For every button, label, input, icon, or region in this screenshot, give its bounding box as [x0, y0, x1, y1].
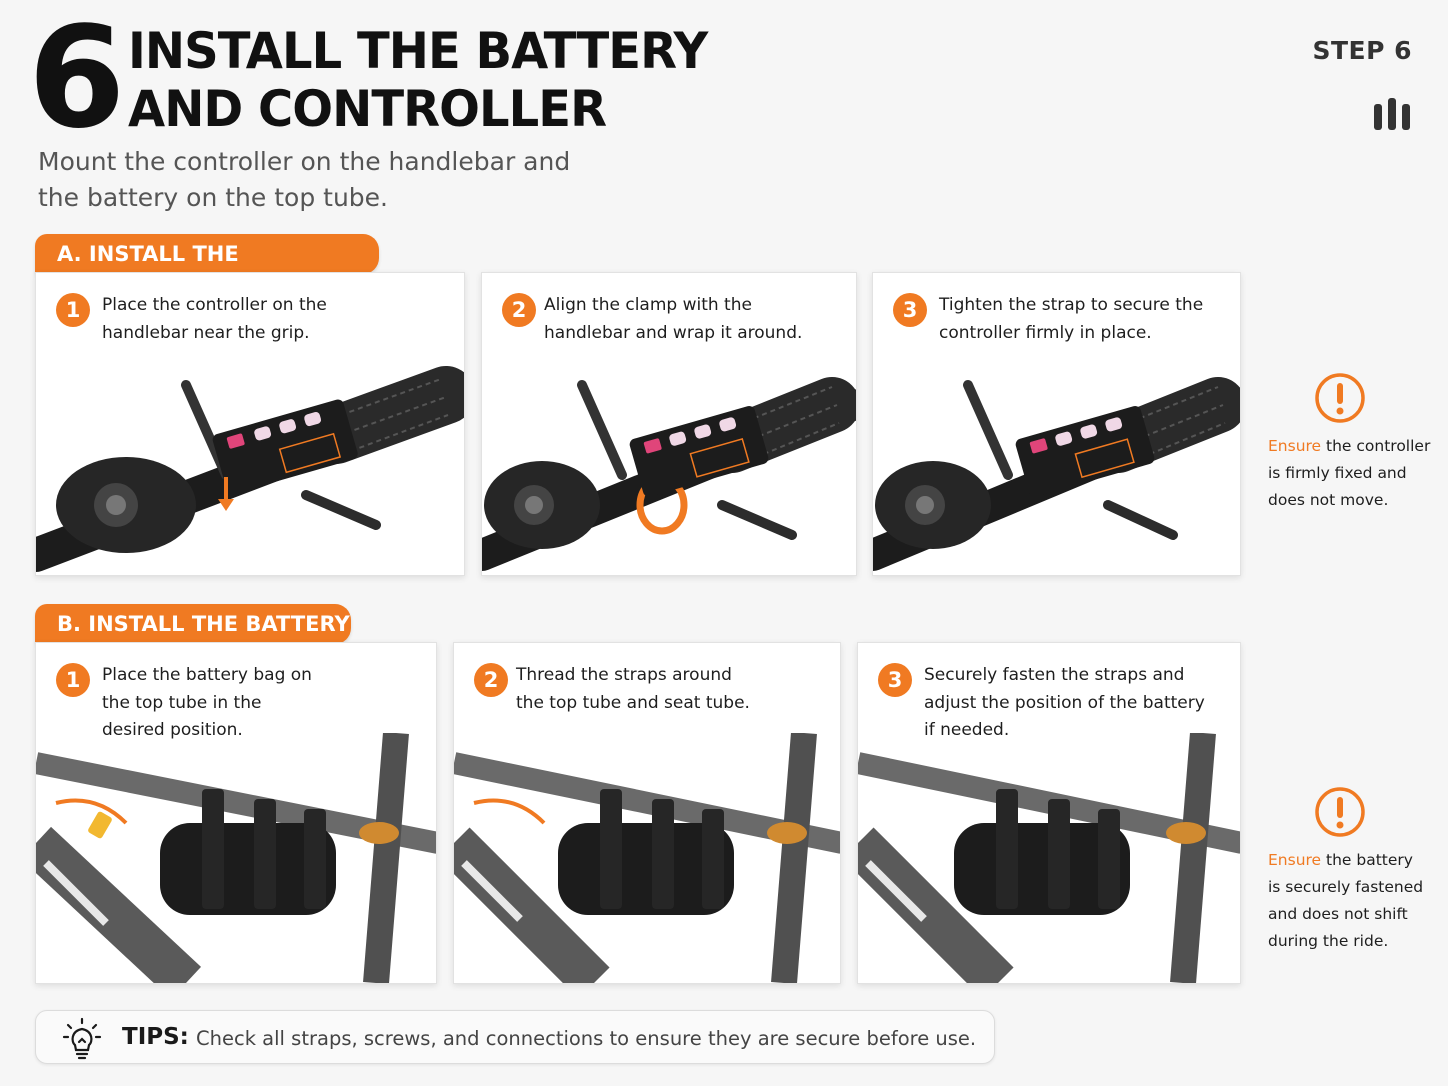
- controller-note: Ensure the controller is firmly fixed an…: [1268, 372, 1438, 522]
- note-text-line: the battery: [1321, 851, 1413, 869]
- note-text-line: does not move.: [1268, 491, 1389, 509]
- step-text-line: Place the battery bag on: [102, 665, 312, 685]
- step-instruction: Place the battery bag on the top tube in…: [102, 662, 426, 745]
- tips-label: TIPS:: [122, 1024, 189, 1050]
- section-b-title: B. INSTALL THE BATTERY: [35, 604, 351, 644]
- step-number-badge: 3: [893, 293, 927, 327]
- handlebar-controller-photo: [482, 377, 856, 571]
- note-accent: Ensure: [1268, 851, 1322, 869]
- battery-step-card: 1 Place the battery bag on the top tube …: [35, 642, 437, 984]
- handlebar-controller-photo: [36, 366, 464, 572]
- bike-frame-battery-photo: [36, 733, 436, 983]
- step-text-line: the top tube in the: [102, 692, 262, 713]
- step-text-line: Thread the straps around: [516, 665, 732, 685]
- step-instruction: Tighten the strap to secure the controll…: [939, 292, 1230, 347]
- tips-text: Check all straps, screws, and connection…: [196, 1027, 977, 1050]
- note-text-line: the controller: [1321, 437, 1431, 455]
- step-text-line: Tighten the strap to secure the: [939, 295, 1204, 315]
- step-text-line: the top tube and seat tube.: [516, 692, 750, 713]
- step-number: 6: [28, 0, 125, 160]
- battery-note: Ensure the battery is securely fastened …: [1268, 786, 1438, 956]
- page-subtitle: Mount the controller on the handlebar an…: [38, 144, 570, 216]
- battery-step-card: 3 Securely fasten the straps and adjust …: [857, 642, 1241, 984]
- page-title: INSTALL THE BATTERY AND CONTROLLER: [128, 22, 708, 138]
- step-text-line: Securely fasten the straps and: [924, 665, 1185, 685]
- page-title-line2: AND CONTROLLER: [128, 80, 607, 138]
- battery-step-card: 2 Thread the straps around the top tube …: [453, 642, 841, 984]
- section-a-title: A. INSTALL THE CONTROLLER: [35, 234, 379, 306]
- step-text-line: adjust the position of the battery: [924, 692, 1205, 713]
- bars-icon: [1374, 98, 1410, 130]
- step-text-line: controller firmly in place.: [939, 322, 1152, 343]
- alert-circle-icon: [1315, 787, 1365, 837]
- note-text-line: is securely fastened: [1268, 878, 1424, 896]
- step-number-badge: 1: [56, 293, 90, 327]
- tips-bar: TIPS: Check all straps, screws, and conn…: [35, 1010, 995, 1064]
- note-text-line: is firmly fixed and: [1268, 464, 1407, 482]
- controller-step-card: 3 Tighten the strap to secure the contro…: [872, 272, 1241, 576]
- step-number-badge: 2: [474, 663, 508, 697]
- step-text-line: if needed.: [924, 720, 1010, 740]
- step-text-line: handlebar and wrap it around.: [544, 322, 803, 343]
- page-subtitle-line2: the battery on the top tube.: [38, 183, 388, 212]
- battery-note-text: Ensure the battery is securely fastened …: [1268, 847, 1443, 955]
- handlebar-controller-photo: [873, 377, 1240, 571]
- alert-circle-icon: [1315, 373, 1365, 423]
- step-instruction: Thread the straps around the top tube an…: [516, 662, 830, 717]
- controller-step-card: 1 Place the controller on the handlebar …: [35, 272, 465, 576]
- step-number-badge: 2: [502, 293, 536, 327]
- note-accent: Ensure: [1268, 437, 1322, 455]
- bike-frame-battery-photo: [454, 733, 840, 983]
- step-label: STEP 6: [1312, 36, 1412, 65]
- step-instruction: Securely fasten the straps and adjust th…: [924, 662, 1230, 745]
- step-text-line: handlebar near the grip.: [102, 322, 310, 343]
- note-text-line: and does not shift: [1268, 905, 1408, 923]
- note-text-line: during the ride.: [1268, 932, 1389, 950]
- step-text-line: desired position.: [102, 720, 243, 740]
- controller-step-card: 2 Align the clamp with the handlebar and…: [481, 272, 857, 576]
- step-text-line: Place the controller on the: [102, 295, 327, 315]
- step-text-line: Align the clamp with the: [544, 295, 752, 315]
- step-instruction: Align the clamp with the handlebar and w…: [544, 292, 846, 347]
- step-number-badge: 3: [878, 663, 912, 697]
- page-title-line1: INSTALL THE BATTERY: [128, 22, 708, 80]
- bike-frame-battery-photo: [858, 733, 1240, 983]
- controller-note-text: Ensure the controller is firmly fixed an…: [1268, 433, 1443, 514]
- step-number-badge: 1: [56, 663, 90, 697]
- page-subtitle-line1: Mount the controller on the handlebar an…: [38, 147, 571, 176]
- lightbulb-icon: [62, 1017, 102, 1060]
- step-instruction: Place the controller on the handlebar ne…: [102, 292, 454, 347]
